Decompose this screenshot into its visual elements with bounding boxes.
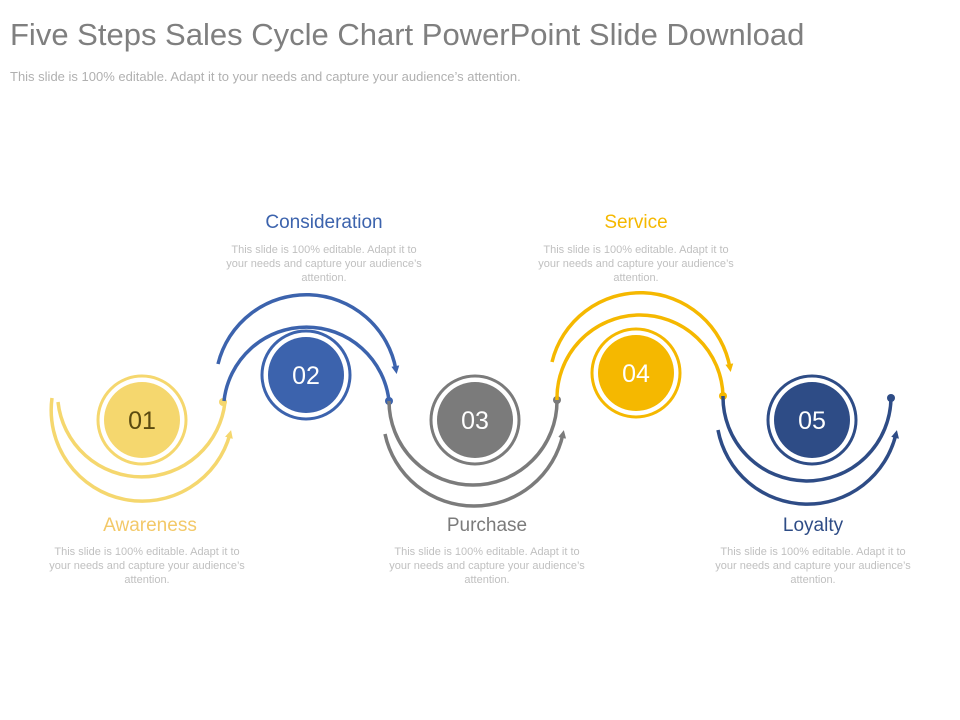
step-5-inner-arc [721, 395, 893, 483]
slide-title: Five Steps Sales Cycle Chart PowerPoint … [10, 17, 805, 52]
step-4-outer-arrow [550, 291, 734, 372]
step-3-inner-arc [387, 400, 559, 487]
step-5-connector-dot [887, 394, 895, 402]
step-2-circle [268, 337, 344, 413]
step-4-label: Service [604, 212, 668, 233]
step-5-group: 05 [716, 374, 899, 506]
step-4-inner-arc [555, 313, 725, 401]
step-3-group: 03 [383, 374, 567, 508]
step-3-description: This slide is 100% editable. Adapt it to… [389, 546, 585, 586]
step-5-label: Loyalty [782, 515, 844, 536]
step-2-group: 02 [216, 293, 400, 421]
step-3-circle [437, 382, 513, 458]
step-2-description: This slide is 100% editable. Adapt it to… [226, 244, 422, 284]
step-5-description: This slide is 100% editable. Adapt it to… [715, 546, 911, 586]
step-1-description: This slide is 100% editable. Adapt it to… [49, 546, 245, 586]
step-2-label: Consideration [265, 212, 383, 233]
step-2-outer-arrow [216, 293, 400, 374]
step-4-circle [598, 335, 674, 411]
step-4-group: 04 [550, 291, 734, 419]
step-4-description: This slide is 100% editable. Adapt it to… [538, 244, 734, 284]
step-1-number: 01 [128, 407, 156, 435]
step-1-outer-arrow [49, 397, 233, 503]
step-5-outer-arrow [716, 429, 899, 506]
step-3-outer-arrow [383, 430, 567, 508]
step-5-number: 05 [798, 407, 826, 435]
step-1-inner-arc [56, 401, 227, 479]
step-1-group: 01 [49, 374, 233, 503]
step-4-number: 04 [622, 360, 650, 388]
step-3-number: 03 [461, 407, 489, 435]
step-3-label: Purchase [446, 515, 528, 536]
step-5-circle [774, 382, 850, 458]
step-1-circle [104, 382, 180, 458]
step-2-inner-arc [222, 325, 391, 402]
slide-subtitle: This slide is 100% editable. Adapt it to… [10, 69, 521, 84]
step-2-number: 02 [292, 362, 320, 390]
step-1-label: Awareness [103, 515, 197, 536]
